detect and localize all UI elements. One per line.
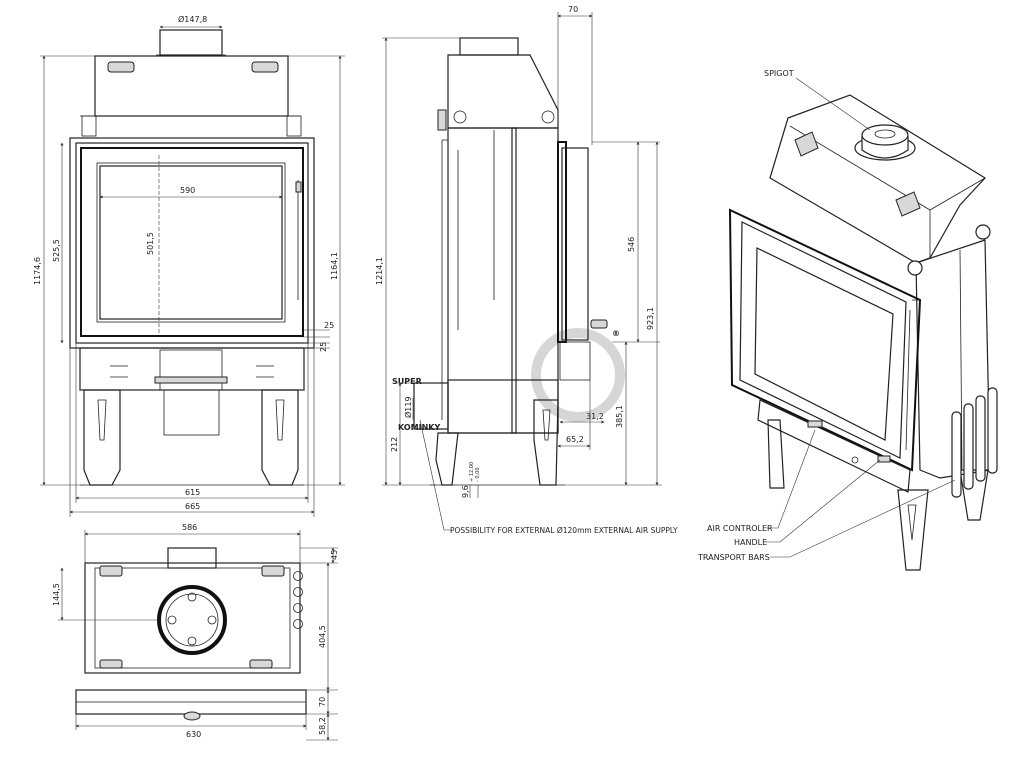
dim-65: 65,2 [566, 435, 584, 444]
dim-58: 58,2 [318, 717, 327, 735]
side-top-housing [447, 54, 559, 129]
dim-top-70: 70 [568, 5, 578, 14]
watermark-mark: ® [612, 329, 620, 338]
iso-transport-bars [951, 387, 998, 498]
dim-width-615: 615 [185, 488, 200, 497]
front-leg-right [261, 389, 299, 486]
side-spigot [459, 37, 519, 56]
dim-31: 31,2 [586, 412, 604, 421]
iso-top-housing [769, 94, 986, 264]
watermark-line1: SUPER [392, 377, 422, 386]
dim-45: 45 [330, 550, 339, 560]
front-lower-body [79, 347, 305, 391]
iso-door [728, 208, 922, 472]
dim-212: 212 [390, 437, 399, 452]
dim-width-665: 665 [185, 502, 200, 511]
dim-height-923: 923,1 [646, 307, 655, 330]
dim-144: 144,5 [52, 583, 61, 606]
top-housing [84, 562, 301, 674]
iso-leg-2 [897, 489, 929, 571]
dim-width-586: 586 [182, 523, 197, 532]
dim-top-diameter: Ø147,8 [178, 14, 207, 24]
top-spigot [167, 547, 217, 569]
side-leg-back [435, 432, 459, 486]
dim-frame-25-a: 25 [324, 321, 334, 330]
front-glass [99, 165, 283, 320]
note-air-supply: POSSIBILITY FOR EXTERNAL Ø120mm EXTERNAL… [450, 526, 678, 535]
front-spigot [159, 29, 223, 56]
dim-glass-width: 590 [180, 186, 195, 195]
dim-total-height: 1174,6 [33, 257, 42, 285]
dim-left-height: 525,5 [52, 239, 61, 262]
dim-dia-119: Ø119 [403, 396, 413, 418]
dim-70: 70 [318, 697, 327, 707]
iso-view: SPIGOT AIR CONTROLER HANDLE TRANSPORT BA… [697, 69, 998, 571]
dim-height-385: 385,1 [615, 405, 624, 428]
label-air-controller: AIR CONTROLER [707, 524, 773, 533]
front-view: 590 501,5 Ø147,8 525,5 1174,6 1164,1 [33, 14, 345, 517]
dim-frame-25-b: 25 [319, 342, 328, 352]
front-frame [69, 137, 315, 349]
dim-tolerance-minus: - 0,00 [475, 467, 481, 482]
top-flue-ring [157, 585, 227, 655]
side-view: 70 1214,1 546 923,1 385,1 31,2 65,2 212 … [375, 5, 678, 535]
dim-glass-height: 501,5 [146, 232, 155, 255]
dim-right-height: 1164,1 [330, 252, 339, 280]
dim-404: 404,5 [318, 625, 327, 648]
watermark-line2: KOMINKY [398, 423, 440, 432]
dim-height-1214: 1214,1 [375, 257, 384, 285]
label-transport-bars: TRANSPORT BARS [697, 553, 770, 562]
front-leg-left [83, 389, 121, 486]
label-handle: HANDLE [734, 538, 767, 547]
dim-tolerance: 9,6 [461, 485, 470, 498]
label-spigot: SPIGOT [764, 69, 794, 78]
iso-glass [754, 247, 894, 441]
side-air-inlet [413, 382, 449, 430]
front-door [80, 147, 304, 337]
top-view: 586 45 144,5 404,5 70 58,2 630 [52, 523, 339, 741]
watermark: SUPER KOMINKY ® [392, 328, 625, 432]
dim-door-546: 546 [627, 237, 636, 252]
iso-leg-1 [767, 419, 785, 489]
dim-width-630: 630 [186, 730, 201, 739]
dim-tolerance-plus: + 12,00 [469, 462, 475, 482]
